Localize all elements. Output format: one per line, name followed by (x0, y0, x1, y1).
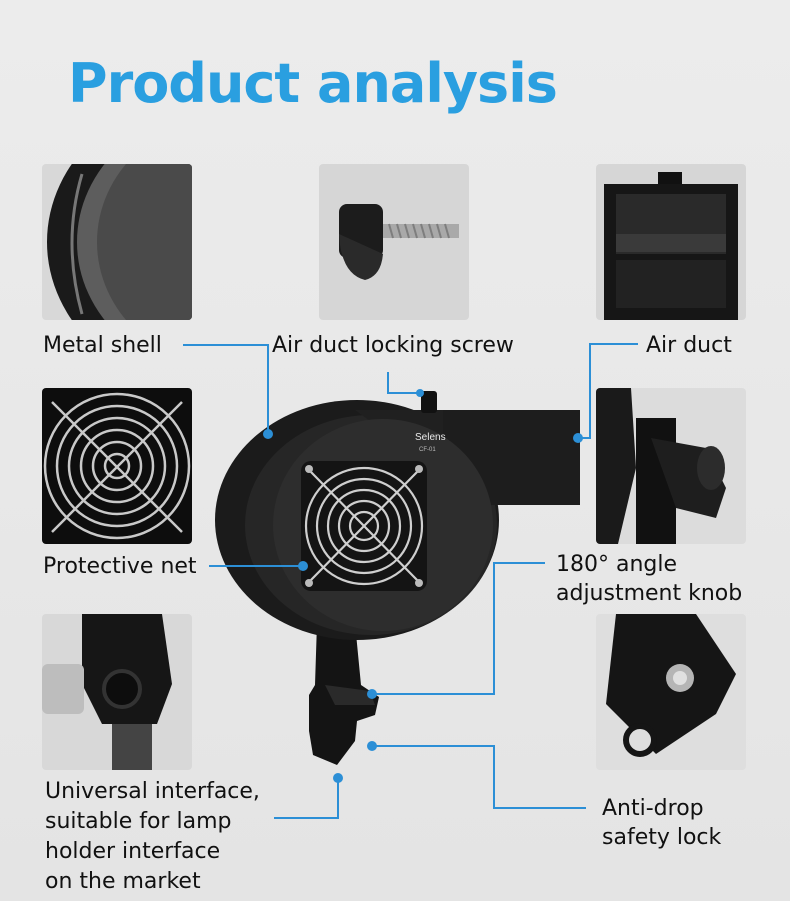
air-duct-thumbnail (596, 164, 746, 320)
label-air-duct: Air duct (646, 333, 732, 358)
locking-screw-thumbnail (319, 164, 469, 320)
label-adjustment-knob-line-2: adjustment knob (556, 581, 743, 606)
label-protective-net: Protective net (43, 554, 197, 579)
protective-net-thumbnail (42, 388, 192, 544)
page-title: Product analysis (68, 52, 558, 115)
metal-shell-thumbnail (42, 164, 192, 320)
label-universal-interface-line-3: holder interface (45, 839, 221, 864)
label-anti-drop-safety-lock: Anti-drop safety lock (602, 794, 721, 852)
universal-interface-thumbnail (42, 614, 192, 770)
label-metal-shell: Metal shell (43, 333, 162, 358)
label-anti-drop-line-1: Anti-drop (602, 796, 704, 821)
anti-drop-lock-thumbnail (596, 614, 746, 770)
label-universal-interface: Universal interface, suitable for lamp h… (45, 777, 260, 897)
blower-product-image: Selens CF-01 (215, 391, 580, 765)
label-anti-drop-line-2: safety lock (602, 825, 722, 850)
adjustment-knob-thumbnail (596, 388, 746, 544)
brand-text: Selens (415, 432, 446, 443)
label-adjustment-knob: 180° angle adjustment knob (556, 550, 742, 608)
label-universal-interface-line-4: on the market (45, 869, 201, 894)
model-text: CF-01 (419, 447, 436, 453)
label-universal-interface-line-1: Universal interface, (45, 779, 260, 804)
label-air-duct-locking-screw: Air duct locking screw (272, 333, 514, 358)
label-universal-interface-line-2: suitable for lamp (45, 809, 232, 834)
label-adjustment-knob-line-1: 180° angle (556, 552, 678, 577)
